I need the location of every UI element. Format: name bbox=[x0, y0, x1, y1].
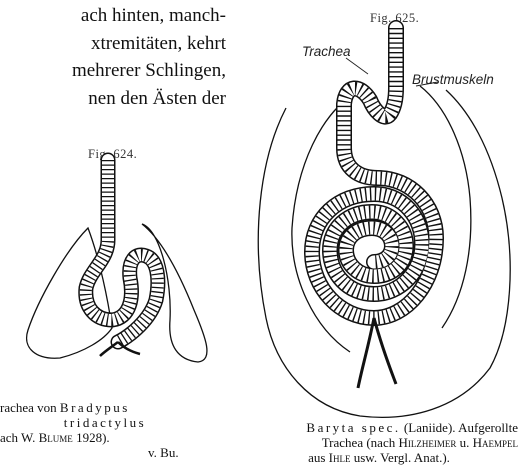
figure-624-illustration bbox=[0, 160, 230, 400]
caption-text: v. Bu. bbox=[148, 445, 179, 460]
caption-text: rachea von bbox=[0, 400, 60, 415]
caption-text: (Laniide). Aufgerollte bbox=[401, 420, 518, 435]
body-text-line: ach hinten, manch- bbox=[0, 2, 226, 30]
figure-625-caption: Baryta spec. (Laniide). Aufgerollte Trac… bbox=[240, 420, 518, 465]
caption-author: Ihle bbox=[329, 450, 351, 465]
body-text-line: nen den Ästen der bbox=[0, 85, 226, 113]
caption-species: tridactylus bbox=[64, 415, 146, 430]
body-text-line: xtremitäten, kehrt bbox=[0, 30, 226, 58]
caption-text: Trachea (nach bbox=[322, 435, 399, 450]
brustmuskeln-label: Brustmuskeln bbox=[412, 72, 494, 87]
figure-625-illustration: Trachea Brustmuskeln bbox=[250, 28, 518, 438]
caption-text: u. bbox=[456, 435, 472, 450]
body-text: ach hinten, manch- xtremitäten, kehrt me… bbox=[0, 2, 226, 112]
caption-author: Haempel bbox=[473, 435, 518, 450]
caption-species: Bradypus bbox=[60, 400, 130, 415]
caption-text: usw. Vergl. Anat.). bbox=[350, 450, 449, 465]
figure-624-caption: rachea von Bradypus tridactylus ach W. B… bbox=[0, 400, 230, 460]
trachea-label: Trachea bbox=[302, 44, 351, 59]
caption-author: Blume bbox=[39, 430, 73, 445]
caption-text: ach W. bbox=[0, 430, 39, 445]
caption-text: 1928). bbox=[73, 430, 110, 445]
caption-author: Hilzheimer bbox=[398, 435, 456, 450]
body-text-line: mehrerer Schlingen, bbox=[0, 57, 226, 85]
caption-species: Baryta spec. bbox=[306, 420, 400, 435]
caption-text: aus bbox=[308, 450, 329, 465]
